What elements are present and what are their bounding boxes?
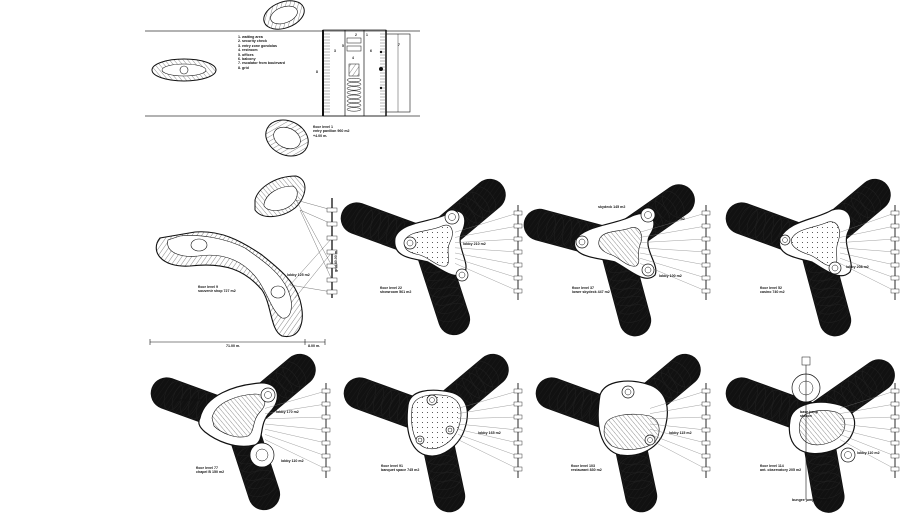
floor-52-plan: [725, 178, 900, 337]
room-number: 1: [366, 33, 368, 37]
floor-103-plan: [535, 353, 711, 513]
room-number: 4: [352, 56, 354, 60]
entry-pavilion-plan: [145, 0, 420, 157]
legend-item: 8. grid: [238, 65, 249, 70]
room-number: 3: [334, 49, 336, 53]
room-number: 7: [398, 43, 400, 47]
room-number: 2: [355, 33, 357, 37]
floor-9-label: floor level 9 souvenir shop 727 m2: [198, 285, 236, 294]
floor-37-label: floor level 37 lower skydeck 447 m2: [572, 286, 610, 295]
lobby-label: lobby 100 m2: [662, 217, 685, 221]
legend-item: 2. security check: [238, 39, 267, 44]
chapel-label: chapel A 805 m2: [175, 398, 203, 402]
grid-dimension: grid 40.00 m.: [334, 250, 338, 272]
lobby-label: lobby 115 m2: [669, 431, 692, 435]
floor-77-plan: [150, 353, 331, 511]
lobby-label: lobby 110 m2: [857, 451, 880, 455]
lobby-label: lobby 165 m2: [478, 431, 501, 435]
floor-103-label: floor level 103 restaurant 830 m2: [571, 464, 602, 473]
room-number: 5: [342, 44, 344, 48]
floor-37-plan: [523, 184, 711, 337]
entry-pavilion-label: floor level 1 entry pavilion 960 m2 +4.0…: [313, 125, 350, 138]
lobby-label: lobby 125 m2: [287, 273, 310, 277]
floor-52-label: floor level 52 casino 740 m2: [760, 286, 785, 295]
legend-item: 6. balcony: [238, 57, 256, 62]
room-number: 6: [370, 49, 372, 53]
floor-9-plan: [149, 175, 338, 345]
floor-91-plan: [343, 353, 523, 513]
floor-22-label: floor level 22 showroom 561 m2: [380, 286, 412, 295]
floor-91-label: floor level 91 banquet space 745 m2: [381, 464, 420, 473]
skydeck-label: skydeck 145 m2: [598, 205, 626, 209]
bungee-label: bungee jump platform: [792, 498, 830, 502]
legend-item: 4. restroom: [238, 48, 258, 53]
lobby-label: lobby 208 m2: [846, 265, 869, 269]
room-number: 8: [316, 70, 318, 74]
legend-item: 5. offices: [238, 52, 254, 57]
legend-item: 7. escalator from boulevard: [238, 61, 285, 66]
lobby-label: lobby 110 m2: [281, 459, 304, 463]
lobby-label: lobby 170 m2: [276, 410, 299, 414]
base-jump-label: base jump station: [800, 410, 818, 419]
legend-item: 3. entry zone gondolas: [238, 43, 277, 48]
legend: 1. waiting area 2. security check 3. ent…: [238, 35, 285, 70]
floor-22-plan: [340, 178, 523, 336]
dimension-label: 8.00 m.: [308, 344, 321, 348]
legend-item: 1. waiting area: [238, 35, 263, 39]
floor-77-label: floor level 77 chapel B 150 m2: [196, 466, 225, 475]
floor-114-plan: [725, 356, 900, 513]
lobby-label: lobby 210 m2: [463, 242, 486, 246]
dimension-label: 71.00 m.: [226, 344, 241, 348]
lobby-label: lobby 100 m2: [659, 274, 682, 278]
floor-114-label: floor level 114 ant. observatory 205 m2: [760, 464, 802, 473]
